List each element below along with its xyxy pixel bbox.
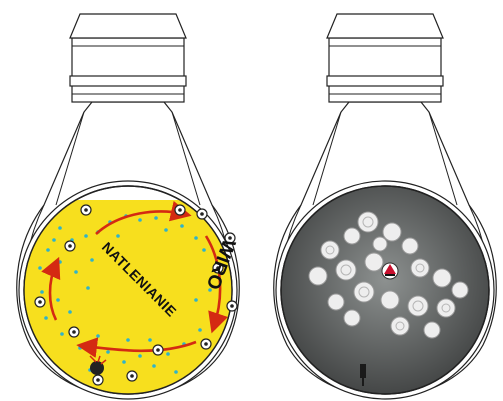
- bolt-icon: [34, 204, 238, 386]
- tank-right-lid: [326, 13, 444, 39]
- drain-outlet: [360, 364, 366, 386]
- tank-left-neck: [71, 37, 185, 103]
- tank-right-neck: [328, 37, 442, 103]
- brand-badge-icon: [381, 262, 399, 280]
- tank-right: [273, 13, 497, 400]
- bio-media: [308, 211, 469, 339]
- diffuser-icon: [89, 355, 107, 375]
- tank-left: NATLENIANIE WIRO: [16, 13, 240, 400]
- aeration-chamber: [24, 200, 232, 394]
- tank-left-lid: [69, 13, 187, 39]
